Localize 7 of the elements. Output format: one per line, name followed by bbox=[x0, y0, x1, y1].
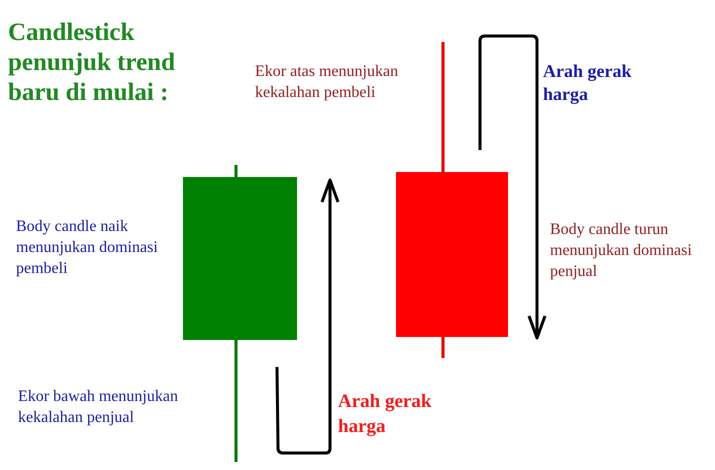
note-text: Body candle turun menunjukan dominasi penjual bbox=[550, 220, 693, 282]
direction-label: Arah gerak harga bbox=[543, 60, 632, 106]
title: Candlestick penunjuk trend baru di mulai : bbox=[8, 18, 176, 108]
direction-label: Arah gerak harga bbox=[338, 390, 432, 439]
note-text: Ekor atas menunjukan kekalahan pembeli bbox=[255, 62, 400, 103]
note-text: Body candle naik menunjukan dominasi pembeli bbox=[16, 217, 159, 279]
note-text: Ekor bawah menunjukan kekalahan penjual bbox=[18, 387, 179, 428]
